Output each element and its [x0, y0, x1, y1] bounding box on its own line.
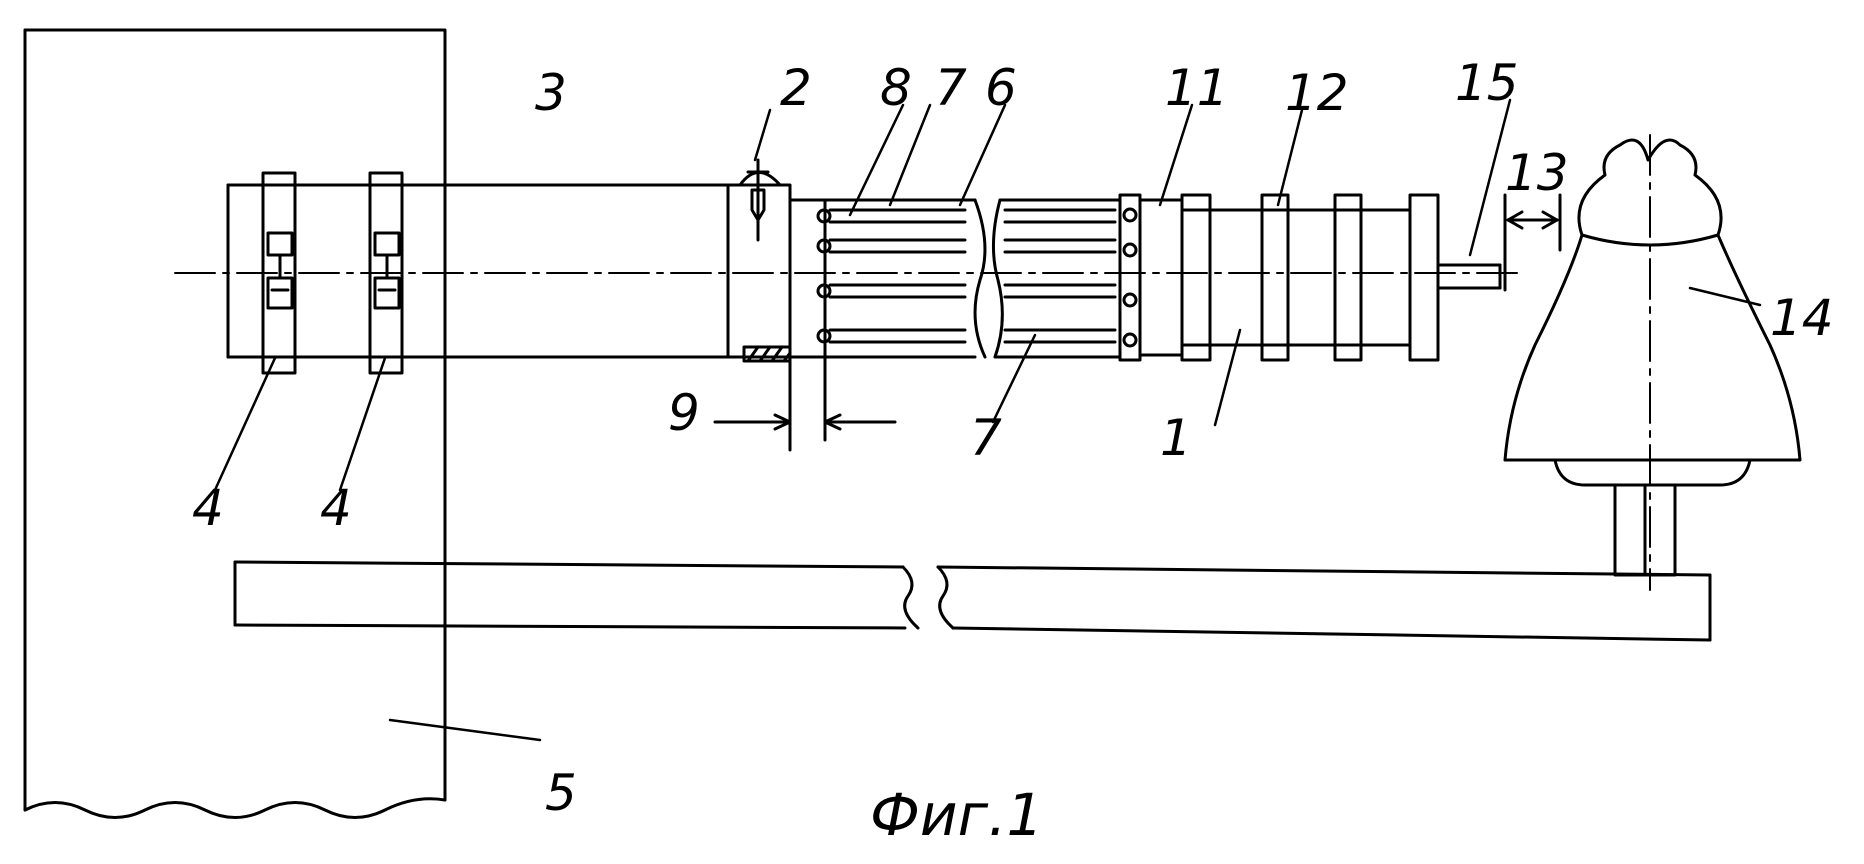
label-2: 2	[780, 59, 812, 117]
flange-11	[1120, 195, 1182, 360]
rod-15	[1438, 265, 1500, 288]
label-1: 1	[1160, 409, 1192, 467]
label-11: 11	[1165, 59, 1229, 117]
label-3: 3	[535, 64, 567, 122]
label-4-right: 4	[320, 479, 352, 537]
label-14: 14	[1770, 289, 1834, 347]
label-4-left: 4	[192, 479, 224, 537]
support-insulator-14	[1505, 140, 1800, 575]
label-7-bottom: 7	[970, 409, 1002, 467]
label-9: 9	[668, 384, 700, 442]
insulator-body-1	[1182, 195, 1438, 360]
dimension-9	[715, 357, 895, 450]
figure-caption: Фиг.1	[870, 781, 1043, 849]
label-8: 8	[880, 59, 912, 117]
collar-2	[728, 160, 790, 361]
label-13: 13	[1505, 144, 1569, 202]
label-6: 6	[985, 59, 1017, 117]
pipe-3	[228, 185, 728, 357]
label-15: 15	[1455, 54, 1519, 112]
label-5: 5	[545, 764, 577, 822]
gap-13	[1505, 195, 1560, 290]
wall-support-5	[25, 30, 445, 818]
beam	[235, 562, 1710, 640]
elastic-section-right	[993, 200, 1120, 357]
label-7-top: 7	[935, 59, 967, 117]
elastic-section-left	[790, 200, 985, 357]
label-12: 12	[1285, 64, 1349, 122]
